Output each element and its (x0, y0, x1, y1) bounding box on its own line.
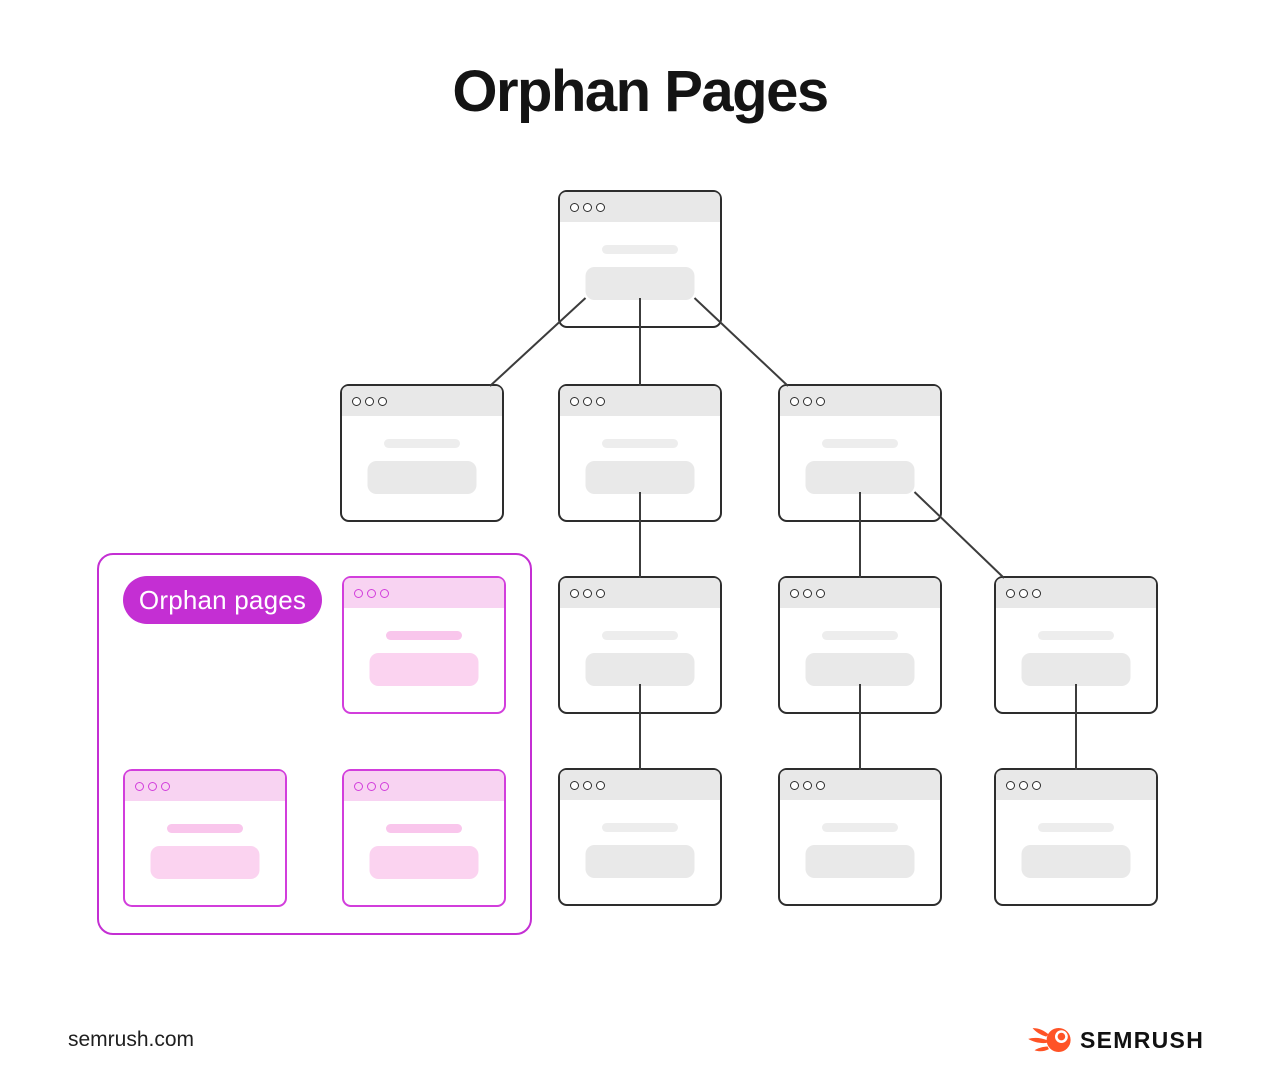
orphan-pages-label: Orphan pages (123, 576, 322, 624)
window-dot-icon (596, 396, 605, 406)
source-site-text: semrush.com (68, 1028, 195, 1051)
window-dot-icon (354, 781, 363, 791)
window-dot-icon (1019, 588, 1028, 598)
content-placeholder-block (805, 845, 915, 878)
content-placeholder-block (805, 653, 915, 686)
window-titlebar (125, 771, 285, 801)
page-title: Orphan Pages (452, 59, 829, 124)
text-placeholder-bar (386, 631, 462, 640)
text-placeholder-bar (602, 439, 678, 448)
text-placeholder-bar (822, 439, 898, 448)
window-titlebar (344, 578, 504, 608)
window-dot-icon (148, 781, 157, 791)
page-card (558, 384, 722, 522)
page-card (778, 384, 942, 522)
window-dot-icon (790, 396, 799, 406)
window-dot-icon (596, 780, 605, 790)
text-placeholder-bar (1038, 631, 1114, 640)
window-dot-icon (803, 396, 812, 406)
page-card (994, 768, 1158, 906)
window-dot-icon (790, 780, 799, 790)
orphan-page-card (342, 769, 506, 907)
text-placeholder-bar (602, 631, 678, 640)
window-dot-icon (583, 396, 592, 406)
page-card (778, 576, 942, 714)
window-dot-icon (583, 780, 592, 790)
window-titlebar (780, 578, 940, 608)
window-dot-icon (1006, 780, 1015, 790)
content-placeholder-block (585, 653, 695, 686)
window-dot-icon (135, 781, 144, 791)
window-dot-icon (596, 202, 605, 212)
window-titlebar (560, 578, 720, 608)
text-placeholder-bar (167, 824, 243, 833)
page-card (778, 768, 942, 906)
content-placeholder-block (367, 461, 477, 494)
text-placeholder-bar (386, 824, 462, 833)
brand-logo: SEMRUSH (1028, 1026, 1204, 1054)
content-placeholder-block (1021, 653, 1131, 686)
window-dot-icon (570, 588, 579, 598)
window-dot-icon (596, 588, 605, 598)
window-dot-icon (380, 588, 389, 598)
page-card (558, 190, 722, 328)
window-dot-icon (365, 396, 374, 406)
window-titlebar (342, 386, 502, 416)
window-dot-icon (816, 588, 825, 598)
text-placeholder-bar (602, 245, 678, 254)
content-placeholder-block (585, 267, 695, 300)
content-placeholder-block (585, 845, 695, 878)
content-placeholder-block (1021, 845, 1131, 878)
window-dot-icon (570, 202, 579, 212)
text-placeholder-bar (822, 823, 898, 832)
window-dot-icon (790, 588, 799, 598)
window-dot-icon (816, 396, 825, 406)
window-dot-icon (1032, 780, 1041, 790)
text-placeholder-bar (602, 823, 678, 832)
content-placeholder-block (150, 846, 260, 879)
window-dot-icon (378, 396, 387, 406)
window-dot-icon (803, 780, 812, 790)
window-titlebar (996, 770, 1156, 800)
window-dot-icon (583, 202, 592, 212)
window-dot-icon (354, 588, 363, 598)
orphan-page-card (123, 769, 287, 907)
page-card (558, 576, 722, 714)
text-placeholder-bar (822, 631, 898, 640)
window-dot-icon (161, 781, 170, 791)
brand-wordmark: SEMRUSH (1080, 1027, 1205, 1053)
text-placeholder-bar (384, 439, 460, 448)
window-dot-icon (367, 781, 376, 791)
content-placeholder-block (805, 461, 915, 494)
content-placeholder-block (369, 846, 479, 879)
window-dot-icon (1019, 780, 1028, 790)
content-placeholder-block (585, 461, 695, 494)
window-titlebar (560, 770, 720, 800)
page-card (994, 576, 1158, 714)
window-dot-icon (570, 396, 579, 406)
window-dot-icon (352, 396, 361, 406)
window-titlebar (780, 770, 940, 800)
window-dot-icon (367, 588, 376, 598)
window-titlebar (344, 771, 504, 801)
content-placeholder-block (369, 653, 479, 686)
window-dot-icon (803, 588, 812, 598)
window-dot-icon (380, 781, 389, 791)
window-dot-icon (816, 780, 825, 790)
window-titlebar (560, 386, 720, 416)
page-card (558, 768, 722, 906)
window-titlebar (560, 192, 720, 222)
semrush-flame-ball-icon (1028, 1028, 1071, 1052)
orphan-page-card (342, 576, 506, 714)
window-titlebar (780, 386, 940, 416)
page-card (340, 384, 504, 522)
text-placeholder-bar (1038, 823, 1114, 832)
window-titlebar (996, 578, 1156, 608)
window-dot-icon (1032, 588, 1041, 598)
window-dot-icon (570, 780, 579, 790)
window-dot-icon (1006, 588, 1015, 598)
window-dot-icon (583, 588, 592, 598)
